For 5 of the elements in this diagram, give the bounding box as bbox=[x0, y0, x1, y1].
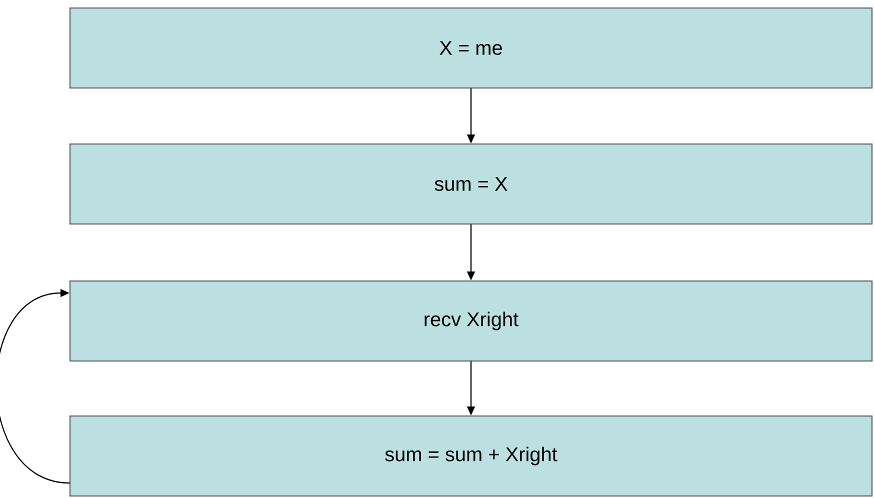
process-box: X = me bbox=[70, 8, 872, 88]
process-box: sum = X bbox=[70, 144, 872, 224]
process-box: sum = sum + Xright bbox=[70, 416, 872, 496]
arrow bbox=[0, 288, 70, 484]
process-box: recv Xright bbox=[70, 280, 872, 362]
